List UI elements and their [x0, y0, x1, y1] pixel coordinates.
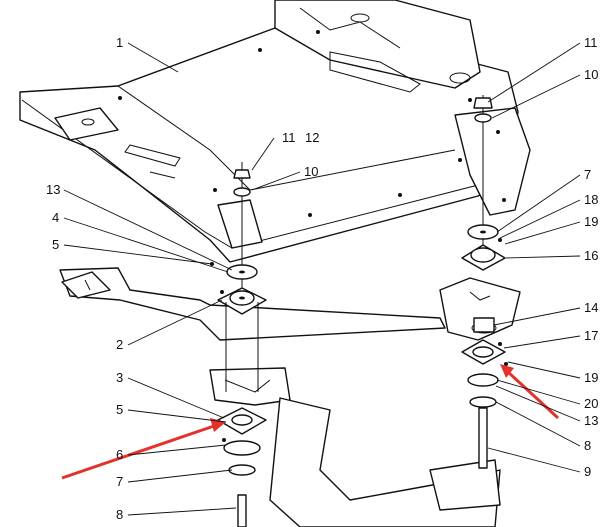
- callout-2: 2: [116, 337, 123, 352]
- callout-8-right: 8: [584, 438, 591, 453]
- callout-5-lower: 5: [116, 402, 123, 417]
- callout-7-left: 7: [116, 474, 123, 489]
- callout-9: 9: [584, 464, 591, 479]
- callout-16: 16: [584, 248, 598, 263]
- callout-7-right: 7: [584, 167, 591, 182]
- callout-19-upper: 19: [584, 214, 598, 229]
- callout-labels: 1 11 12 10 13 4 5 2 3 5 6 7 8 11 10 7 18…: [46, 35, 598, 522]
- callout-14: 14: [584, 300, 598, 315]
- lower-platform: [59, 267, 521, 527]
- callout-12: 12: [305, 130, 319, 145]
- callout-13-left: 13: [46, 182, 60, 197]
- callout-19-lower: 19: [584, 370, 598, 385]
- callout-10-right: 10: [584, 67, 598, 82]
- callout-17: 17: [584, 328, 598, 343]
- callout-11-left: 11: [282, 130, 296, 145]
- callout-8-left: 8: [116, 507, 123, 522]
- right-mount-stack: [461, 95, 508, 469]
- left-mount-stack: [210, 162, 267, 527]
- callout-4: 4: [52, 210, 59, 225]
- frame-body: [19, 0, 531, 263]
- leader-lines: [63, 42, 581, 516]
- callout-5-upper: 5: [52, 237, 59, 252]
- callout-11-right: 11: [584, 35, 598, 50]
- callout-10-left: 10: [304, 164, 318, 179]
- callout-3: 3: [116, 370, 123, 385]
- callout-18: 18: [584, 192, 598, 207]
- callout-6: 6: [116, 447, 123, 462]
- callout-1: 1: [116, 35, 123, 50]
- highlight-arrows: [61, 364, 560, 480]
- callout-13-right: 13: [584, 413, 598, 428]
- callout-20: 20: [584, 396, 598, 411]
